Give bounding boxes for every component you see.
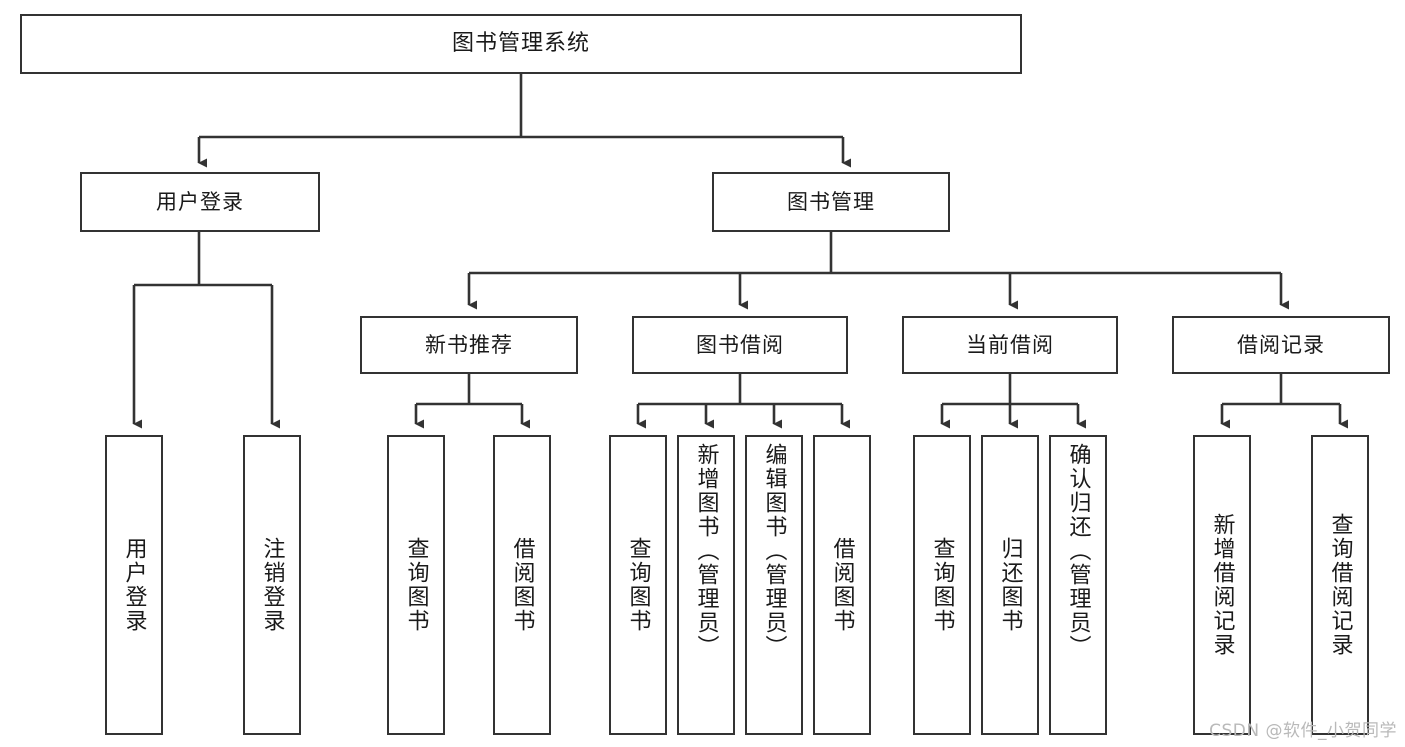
- node-book-borrow[interactable]: 图书借阅: [632, 316, 848, 374]
- leaf-add-borrow-record[interactable]: 新增借阅记录: [1193, 435, 1251, 735]
- leaf-user-login[interactable]: 用户登录: [105, 435, 163, 735]
- leaf-borrow-book-newbook[interactable]: 借阅图书: [493, 435, 551, 735]
- leaf-query-borrow-record[interactable]: 查询借阅记录: [1311, 435, 1369, 735]
- node-label: 归还图书: [997, 537, 1023, 633]
- node-label: 借阅图书: [509, 537, 535, 633]
- node-label: 编辑图书（管理员）: [761, 443, 787, 659]
- leaf-add-book-admin[interactable]: 新增图书（管理员）: [677, 435, 735, 735]
- node-label: 借阅图书: [829, 537, 855, 633]
- node-label: 用户登录: [121, 537, 147, 633]
- leaf-query-book-newbook[interactable]: 查询图书: [387, 435, 445, 735]
- node-label: 图书管理: [787, 189, 875, 214]
- node-label: 新书推荐: [425, 332, 513, 357]
- node-root-book-management-system[interactable]: 图书管理系统: [20, 14, 1022, 74]
- node-label: 确认归还（管理员）: [1065, 443, 1091, 659]
- leaf-query-book-borrow[interactable]: 查询图书: [609, 435, 667, 735]
- leaf-edit-book-admin[interactable]: 编辑图书（管理员）: [745, 435, 803, 735]
- node-borrow-record[interactable]: 借阅记录: [1172, 316, 1390, 374]
- node-label: 图书管理系统: [451, 31, 590, 57]
- node-label: 查询借阅记录: [1327, 513, 1353, 657]
- node-label: 查询图书: [929, 537, 955, 633]
- node-user-login[interactable]: 用户登录: [80, 172, 320, 232]
- node-label: 借阅记录: [1237, 332, 1325, 357]
- node-label: 用户登录: [156, 189, 244, 214]
- node-label: 新增图书（管理员）: [693, 443, 719, 659]
- node-label: 注销登录: [259, 537, 285, 633]
- leaf-return-book[interactable]: 归还图书: [981, 435, 1039, 735]
- node-book-management[interactable]: 图书管理: [712, 172, 950, 232]
- node-label: 查询图书: [403, 537, 429, 633]
- node-new-book-recommend[interactable]: 新书推荐: [360, 316, 578, 374]
- leaf-logout-login[interactable]: 注销登录: [243, 435, 301, 735]
- node-label: 图书借阅: [696, 332, 784, 357]
- leaf-query-book-current[interactable]: 查询图书: [913, 435, 971, 735]
- node-label: 新增借阅记录: [1209, 513, 1235, 657]
- node-label: 查询图书: [625, 537, 651, 633]
- leaf-borrow-book-borrow[interactable]: 借阅图书: [813, 435, 871, 735]
- leaf-confirm-return-admin[interactable]: 确认归还（管理员）: [1049, 435, 1107, 735]
- node-current-borrow[interactable]: 当前借阅: [902, 316, 1118, 374]
- node-label: 当前借阅: [966, 332, 1054, 357]
